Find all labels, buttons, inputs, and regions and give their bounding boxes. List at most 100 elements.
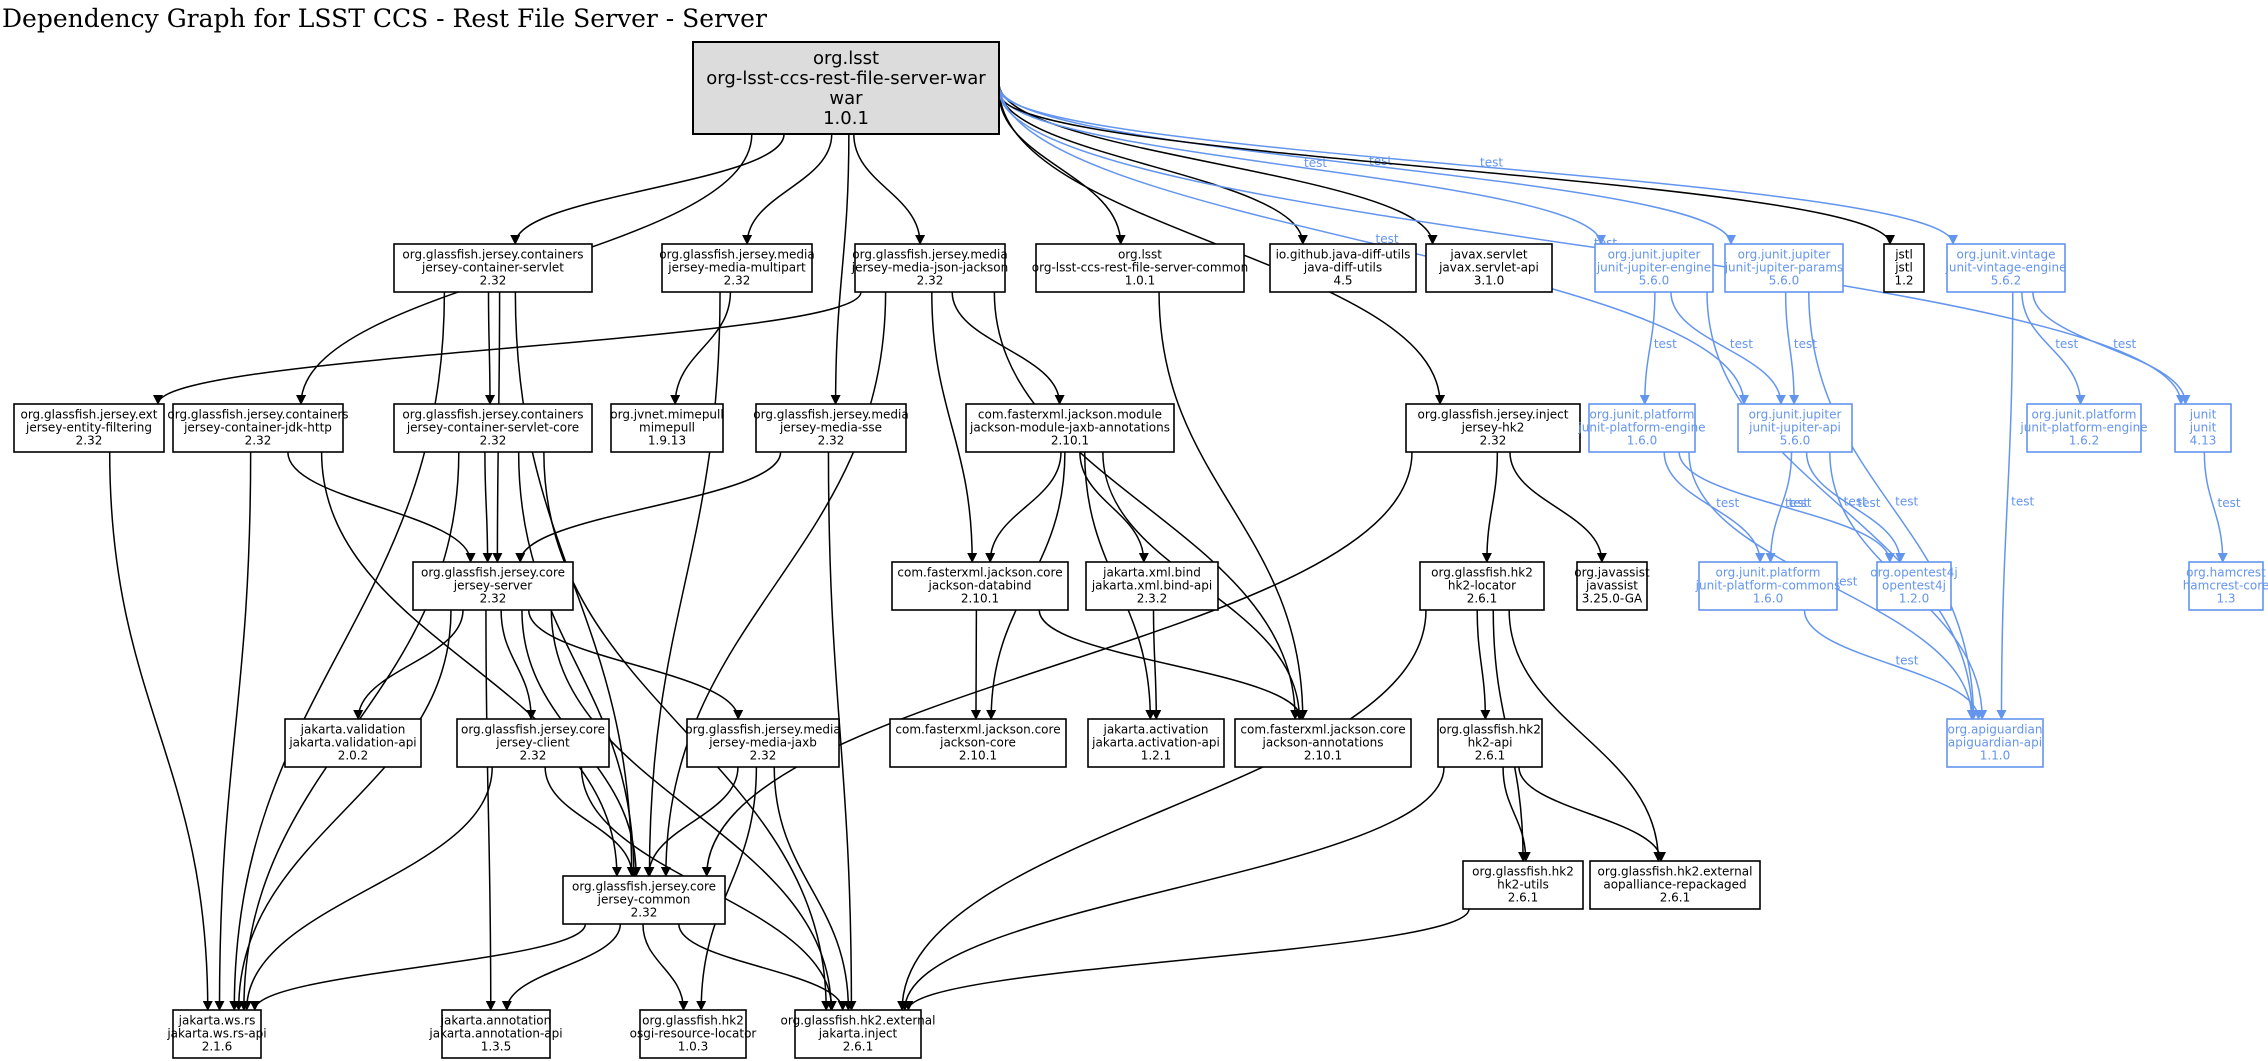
node-entityfilter[interactable]: org.glassfish.jersey.extjersey-entity-fi…: [13, 403, 165, 453]
node-activation[interactable]: jakarta.activationjakarta.activation-api…: [1087, 718, 1225, 768]
node-box: [2026, 403, 2142, 453]
node-group-id: org.glassfish.jersey.media: [685, 723, 840, 737]
node-group-id: org.lsst: [1118, 248, 1162, 262]
node-osgi[interactable]: org.glassfish.hk2osgi-resource-locator1.…: [630, 1009, 757, 1059]
edge-label-test: test: [1480, 155, 1503, 169]
edge-jsonjackson-to-entityfilter: [153, 291, 862, 405]
node-jaxb[interactable]: org.glassfish.jersey.mediajersey-media-j…: [685, 718, 841, 768]
node-group-id: com.fasterxml.jackson.module: [978, 408, 1162, 422]
node-jdkhttp[interactable]: org.glassfish.jersey.containersjersey-co…: [167, 403, 349, 453]
node-group-id: org.glassfish.jersey.ext: [20, 408, 157, 422]
node-validation[interactable]: jakarta.validationjakarta.validation-api…: [284, 718, 422, 768]
node-servletcore[interactable]: org.glassfish.jersey.containersjersey-co…: [393, 403, 593, 453]
node-version: 2.32: [631, 906, 658, 920]
node-artifact-id: jakarta.xml.bind-api: [1091, 579, 1212, 593]
node-group-id: org.jvnet.mimepull: [610, 408, 723, 422]
node-xmlbind[interactable]: jakarta.xml.bindjakarta.xml.bind-api2.3.…: [1085, 561, 1219, 611]
node-platengine160[interactable]: org.junit.platformjunit-platform-engine1…: [1577, 403, 1706, 453]
node-box: [965, 403, 1175, 453]
node-box: [610, 403, 724, 453]
node-box: [441, 1009, 551, 1059]
node-platengine162[interactable]: org.junit.platformjunit-platform-engine1…: [2019, 403, 2148, 453]
edge-jupparams-to-jupapi: [1784, 291, 1800, 405]
edge-hk2api-to-aopalliance: [1518, 766, 1666, 862]
node-databind[interactable]: com.fasterxml.jackson.corejackson-databi…: [891, 561, 1069, 611]
node-aopalliance[interactable]: org.glassfish.hk2.externalaopalliance-re…: [1589, 860, 1761, 910]
edge-xmlbind-to-activation: [1151, 609, 1162, 720]
node-annotationapi[interactable]: jakarta.annotationjakarta.annotation-api…: [428, 1009, 563, 1059]
edge-root-to-jupapi: [998, 82, 1749, 405]
edge-root-to-jstl: [998, 93, 1895, 245]
node-artifact-id: jersey-media-jaxb: [708, 736, 817, 750]
node-vintage[interactable]: org.junit.vintagejunit-vintage-engine5.6…: [1945, 243, 2067, 293]
node-artifact-id: javax.servlet-api: [1438, 261, 1539, 275]
node-common_lsst[interactable]: org.lsstorg-lsst-ccs-rest-file-server-co…: [1032, 243, 1248, 293]
edge-databind-to-annotations: [1038, 609, 1306, 720]
node-version: 1.2: [1894, 274, 1913, 288]
node-version: 3.25.0-GA: [1582, 592, 1643, 606]
node-artifact-id: jackson-core: [939, 736, 1016, 750]
node-box: [393, 403, 593, 453]
edge-client-to-wsrs: [241, 766, 493, 1011]
node-box: [284, 718, 422, 768]
node-platcommons[interactable]: org.junit.platformjunit-platform-commons…: [1695, 561, 1841, 611]
edge-root-to-jupengine: [998, 90, 1606, 245]
node-box: [1085, 561, 1219, 611]
node-version: 1.9.13: [648, 434, 686, 448]
node-box: [2174, 403, 2232, 453]
node-box: [686, 718, 840, 768]
edge-root-to-sse: [830, 133, 850, 405]
edge-label-test: test: [1834, 575, 1857, 589]
node-sse[interactable]: org.glassfish.jersey.mediajersey-media-s…: [753, 403, 909, 453]
edge-label-test: test: [1730, 337, 1753, 351]
node-jsonjackson[interactable]: org.glassfish.jersey.mediajersey-media-j…: [851, 243, 1009, 293]
node-group-id: org.glassfish.jersey.core: [572, 880, 716, 894]
node-box: [562, 875, 726, 925]
node-jcore[interactable]: com.fasterxml.jackson.corejackson-core2.…: [889, 718, 1067, 768]
node-diffutils[interactable]: io.github.java-diff-utilsjava-diff-utils…: [1269, 243, 1417, 293]
edge-jupengine-to-jupapi: [1670, 291, 1786, 405]
edge-hk2inject-to-jcommon: [701, 451, 1413, 877]
node-box: [1946, 718, 2044, 768]
edge-jcommon-to-wsrs: [249, 923, 587, 1011]
node-box: [1437, 718, 1543, 768]
node-jakinject[interactable]: org.glassfish.hk2.externaljakarta.inject…: [781, 1009, 936, 1059]
node-artifact-id: jersey-media-sse: [779, 421, 882, 435]
node-jupengine[interactable]: org.junit.jupiterjunit-jupiter-engine5.6…: [1594, 243, 1714, 293]
edge-sse-to-jakinject: [827, 451, 857, 1011]
node-version: 2.10.1: [959, 749, 997, 763]
node-artifact-id: apiguardian-api: [1948, 736, 2042, 750]
node-box: [889, 718, 1067, 768]
edge-vintage-to-apiguardian: [1996, 291, 2014, 720]
node-jcommon[interactable]: org.glassfish.jersey.corejersey-common2.…: [562, 875, 726, 925]
edge-servletcore-to-jakinject: [543, 451, 832, 1011]
node-server[interactable]: org.glassfish.jersey.corejersey-server2.…: [412, 561, 574, 611]
node-client[interactable]: org.glassfish.jersey.corejersey-client2.…: [456, 718, 610, 768]
graph-title: Dependency Graph for LSST CCS - Rest Fil…: [2, 4, 767, 33]
node-annotations[interactable]: com.fasterxml.jackson.corejackson-annota…: [1234, 718, 1412, 768]
node-multipart[interactable]: org.glassfish.jersey.mediajersey-media-m…: [659, 243, 815, 293]
edge-label-test: test: [2218, 496, 2241, 510]
node-jaxbann[interactable]: com.fasterxml.jackson.modulejackson-modu…: [965, 403, 1175, 453]
node-servlet[interactable]: org.glassfish.jersey.containersjersey-co…: [393, 243, 593, 293]
node-hk2inject[interactable]: org.glassfish.jersey.injectjersey-hk22.3…: [1405, 403, 1581, 453]
node-jupparams[interactable]: org.junit.jupiterjunit-jupiter-params5.6…: [1724, 243, 1844, 293]
node-artifact-id: osgi-resource-locator: [630, 1027, 757, 1041]
edge-client-to-jcommon: [544, 766, 638, 877]
node-root[interactable]: org.lsstorg-lsst-ccs-rest-file-server-wa…: [692, 41, 1000, 135]
edge-locator-to-aopalliance: [1508, 609, 1664, 862]
node-artifact-id: jakarta.activation-api: [1091, 736, 1220, 750]
